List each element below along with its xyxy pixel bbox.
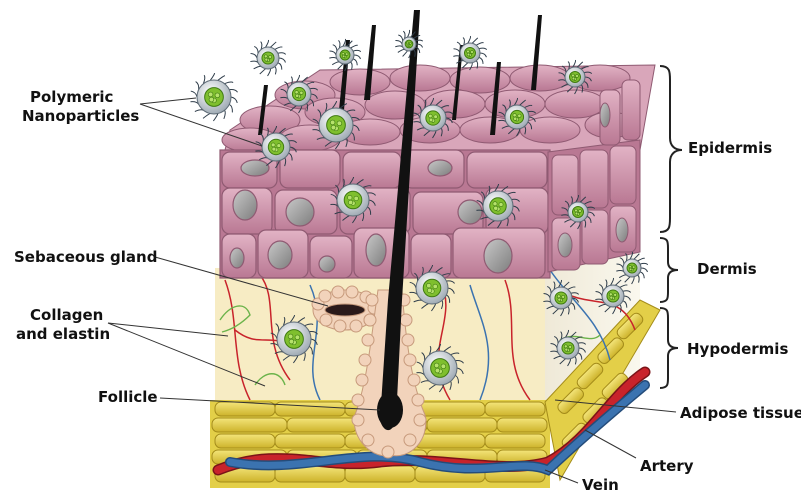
label-collagen-line1: Collagen bbox=[30, 306, 103, 325]
nanoparticle bbox=[395, 30, 422, 58]
label-hypodermis: Hypodermis bbox=[687, 340, 788, 359]
layer-braces bbox=[660, 66, 682, 388]
label-polymeric-nanoparticles-line2: Nanoparticles bbox=[22, 107, 139, 126]
nanoparticle bbox=[250, 40, 285, 76]
label-vein: Vein bbox=[582, 476, 619, 495]
label-polymeric-nanoparticles-line1: Polymeric bbox=[30, 88, 113, 107]
label-dermis: Dermis bbox=[697, 260, 757, 279]
label-sebaceous-gland: Sebaceous gland bbox=[14, 248, 157, 267]
label-epidermis: Epidermis bbox=[688, 139, 772, 158]
label-artery: Artery bbox=[640, 457, 694, 476]
label-collagen-line2: and elastin bbox=[16, 325, 110, 344]
label-follicle: Follicle bbox=[98, 388, 158, 407]
nanoparticle bbox=[190, 73, 237, 121]
label-adipose-tissue: Adipose tissue bbox=[680, 404, 801, 423]
